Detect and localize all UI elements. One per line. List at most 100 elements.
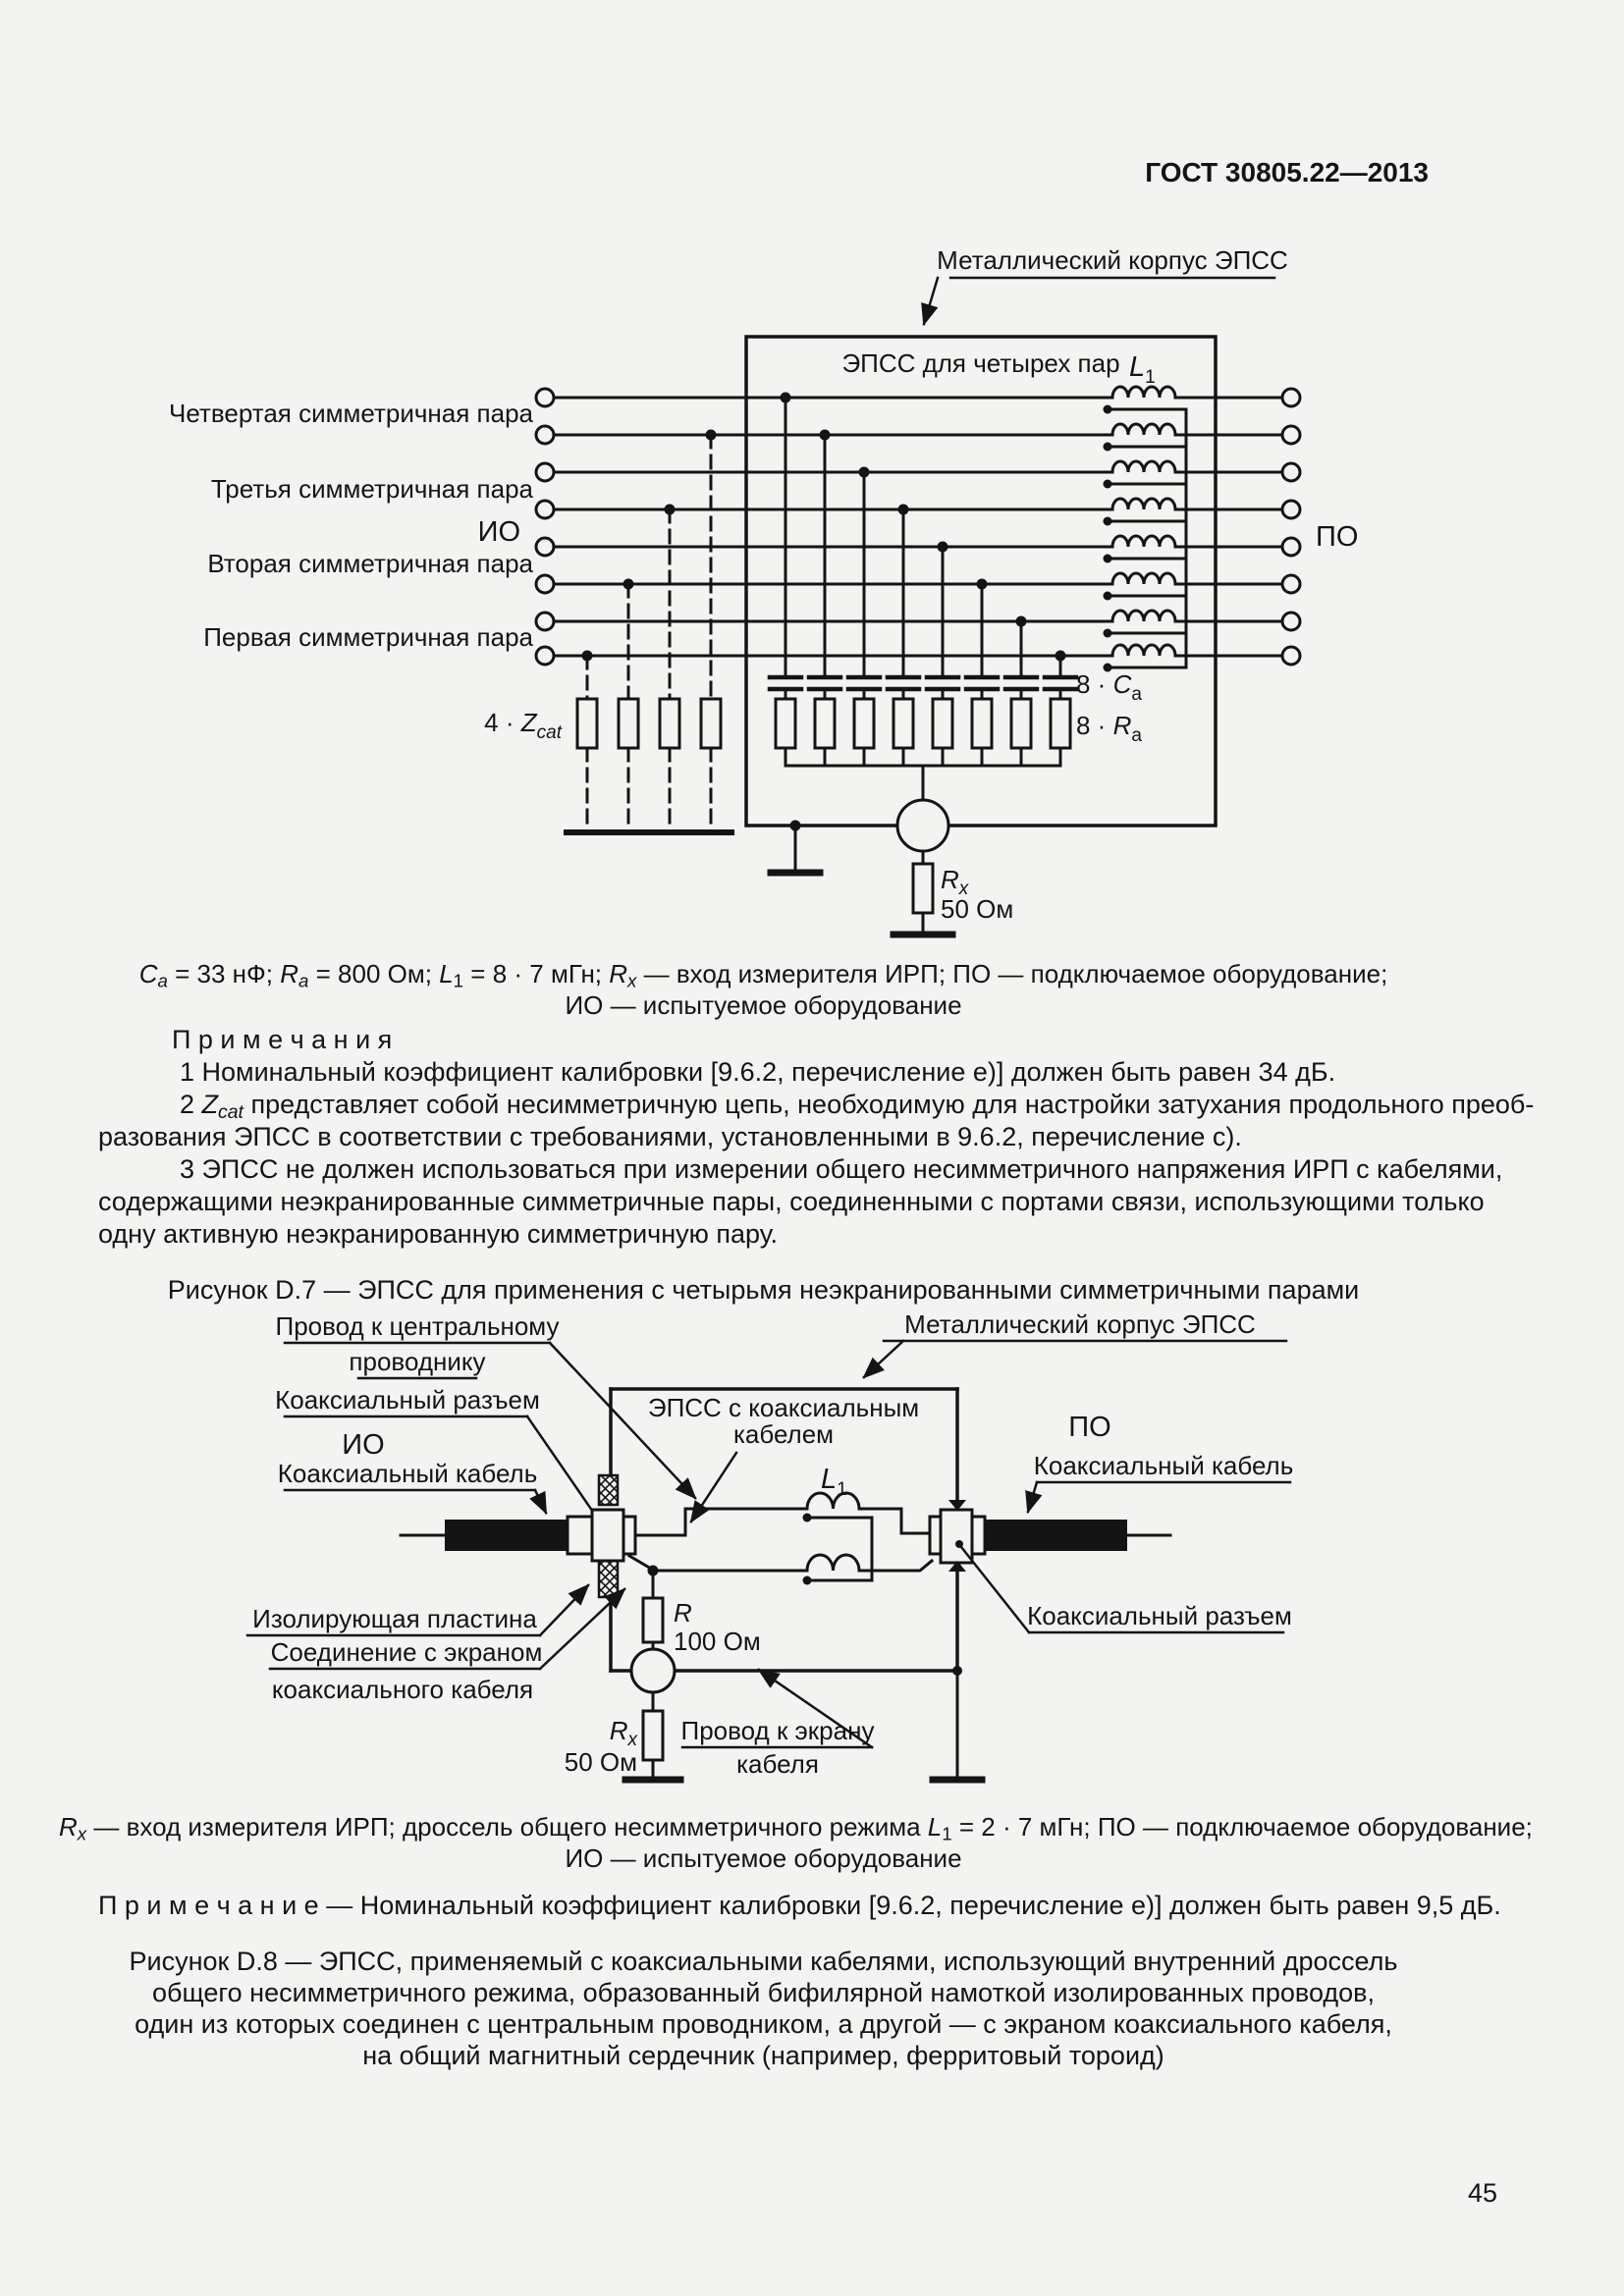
d7-box-title: ЭПСС для четырех пар: [841, 348, 1119, 378]
d8-case-label-leader: [862, 1339, 905, 1379]
d7-choke-polarity-dots: [1103, 404, 1112, 672]
d8-center-wire-leader: [548, 1341, 697, 1500]
d7-note-1: 1 Номинальный коэффициент калибровки [9.…: [180, 1057, 1336, 1087]
d7-drop-5: [924, 545, 961, 768]
figure-caption-d7: Рисунок D.7 — ЭПСС для применения с четы…: [167, 1275, 1360, 1305]
d8-coax-connector-right-leader-dot: [955, 1540, 963, 1548]
d7-wire-6: [552, 571, 1284, 598]
figure-caption-d8-line4: на общий магнитный сердечник (например, …: [362, 2041, 1164, 2070]
page-header: ГОСТ 30805.22—2013: [1145, 157, 1429, 187]
d7-drop-dots: [780, 392, 1066, 662]
figure-caption-d8-line3: один из которых соединен с центральным п…: [135, 2009, 1392, 2039]
d7-rx-value: 50 Ом: [941, 894, 1013, 924]
d7-wires: [552, 385, 1284, 669]
d7-zcat-4: [564, 654, 611, 835]
d8-r-value: 100 Ом: [674, 1627, 761, 1656]
d8-coax-cable-right-leader: [1025, 1480, 1043, 1515]
d7-zcat-network: [564, 433, 734, 835]
d8-insulating-plate-top: [597, 1473, 620, 1507]
d8-box-title-line1: ЭПСС с коаксиальным: [648, 1393, 919, 1422]
d7-pair2-label: Вторая симметричная пара: [207, 549, 533, 578]
d8-choke-dots: [647, 1513, 812, 1585]
d8-source-symbol: [629, 1647, 677, 1694]
d8-coax-connector-left-label: Коаксиальный разъем: [275, 1385, 540, 1415]
page-number: 45: [1467, 2178, 1497, 2208]
d8-shield-connection-label-line1: Соединение с экраном: [271, 1637, 543, 1667]
figure-caption-d8-line1: Рисунок D.8 — ЭПСС, применяемый с коакси…: [129, 1947, 1398, 1976]
d7-wire-4: [552, 497, 1284, 523]
d8-center-conductor-left: [633, 1507, 809, 1537]
d8-left-cable: [399, 1520, 568, 1551]
d8-coax-connector-right-label: Коаксиальный разъем: [1027, 1601, 1292, 1630]
d8-po-label: ПО: [1068, 1412, 1110, 1443]
d7-caption-line1: Ca = 33 нФ; Ra = 800 Ом; L1 = 8 · 7 мГн;…: [138, 959, 1388, 991]
d7-note-3-line1: 3 ЭПСС не должен использоваться при изме…: [180, 1154, 1503, 1184]
d8-caption-line2: ИО — испытуемое оборудование: [565, 1843, 962, 1873]
d7-drop-8: [1042, 654, 1079, 768]
d7-terminals: [534, 387, 1302, 667]
d7-drop-7: [1002, 619, 1040, 768]
d7-rx-label: Rx: [941, 865, 970, 899]
d8-shield-wire-leader: [757, 1668, 874, 1749]
d8-center-conductor-right: [857, 1507, 932, 1535]
d8-right-cable-body: [985, 1520, 1127, 1551]
d7-case-ground-dot: [789, 820, 801, 831]
d8-rx-label: Rx: [610, 1716, 639, 1750]
d8-shield-connection-label-line2: коаксиального кабеля: [272, 1675, 533, 1704]
d8-internal-wiring: [626, 1491, 935, 1582]
d8-shield-wire-label-line2: кабеля: [736, 1749, 819, 1779]
d8-rx-branch: [622, 1690, 684, 1784]
d8-l1-label: L1: [821, 1464, 847, 1500]
d8-insulating-plate-bottom: [597, 1559, 620, 1599]
d8-choke-bottom-winding: [805, 1553, 861, 1573]
d8-io-label: ИО: [342, 1429, 384, 1461]
d7-wire-1: [552, 385, 1284, 411]
figure-caption-d8-line2: общего несимметричного режима, образован…: [152, 1978, 1375, 2007]
d7-source-symbol: [895, 798, 950, 853]
d7-ca-label: 8 · Ca: [1076, 669, 1142, 705]
d8-coax-connector-left-leader: [525, 1415, 599, 1520]
d7-pair3-label: Третья симметричная пара: [211, 474, 534, 504]
d7-wire-8: [552, 643, 1284, 669]
d8-r-branch: [641, 1569, 665, 1652]
d8-right-cable: [985, 1520, 1172, 1551]
d7-note-2-line2: разования ЭПСС в соответствии с требован…: [98, 1122, 1242, 1151]
d7-wire-3: [552, 459, 1284, 486]
d7-zcat-2: [646, 507, 693, 835]
d8-rx-value: 50 Ом: [565, 1747, 637, 1777]
d8-case-label: Металлический корпус ЭПСС: [904, 1309, 1256, 1339]
d8-coax-connector-right-leader: [959, 1545, 1031, 1634]
figure-d7-diagram: Металлический корпус ЭПСС ЭПСС для четыр…: [169, 245, 1358, 938]
d7-drop-3: [845, 470, 883, 768]
d8-shield-connection-leader: [538, 1587, 626, 1671]
d8-box-title-leader: [689, 1451, 738, 1523]
d8-case-ground: [929, 1669, 986, 1784]
d7-l1-label: L1: [1129, 351, 1156, 388]
d7-drop-1: [767, 396, 804, 768]
d7-case-box: [744, 335, 1218, 828]
d8-box-title-line2: кабелем: [733, 1419, 834, 1449]
d8-center-wire-label-line1: Провод к центральному: [276, 1311, 560, 1341]
d7-wire-7: [552, 609, 1284, 635]
d7-drop-2: [806, 433, 843, 768]
d8-left-connector: [566, 1508, 637, 1563]
d8-insulating-plate-label: Изолирующая пластина: [252, 1604, 537, 1633]
d7-rx-branch: [890, 849, 956, 938]
d8-note: П р и м е ч а н и е — Номинальный коэффи…: [98, 1891, 1501, 1920]
d8-right-connector: [928, 1508, 987, 1565]
d8-left-cable-body: [445, 1520, 568, 1551]
d8-caption-line1: Rx — вход измерителя ИРП; дроссель общег…: [59, 1812, 1533, 1844]
d7-note-2-line1: 2 Zcat представляет собой несимметричную…: [180, 1090, 1535, 1123]
d7-zcat-dots: [581, 429, 717, 662]
d7-zcat-1: [687, 433, 734, 835]
d7-wire-2: [552, 422, 1284, 449]
d7-drop-6: [963, 582, 1001, 768]
d8-case-contact-bottom: [948, 1561, 966, 1572]
d7-case-ground: [767, 824, 824, 877]
d8-case-ground-dot: [952, 1666, 962, 1676]
d7-pair1-label: Первая симметричная пара: [203, 622, 533, 652]
d8-shield-wire-label-line1: Провод к экрану: [681, 1716, 875, 1745]
d7-case-label: Металлический корпус ЭПСС: [937, 245, 1288, 275]
